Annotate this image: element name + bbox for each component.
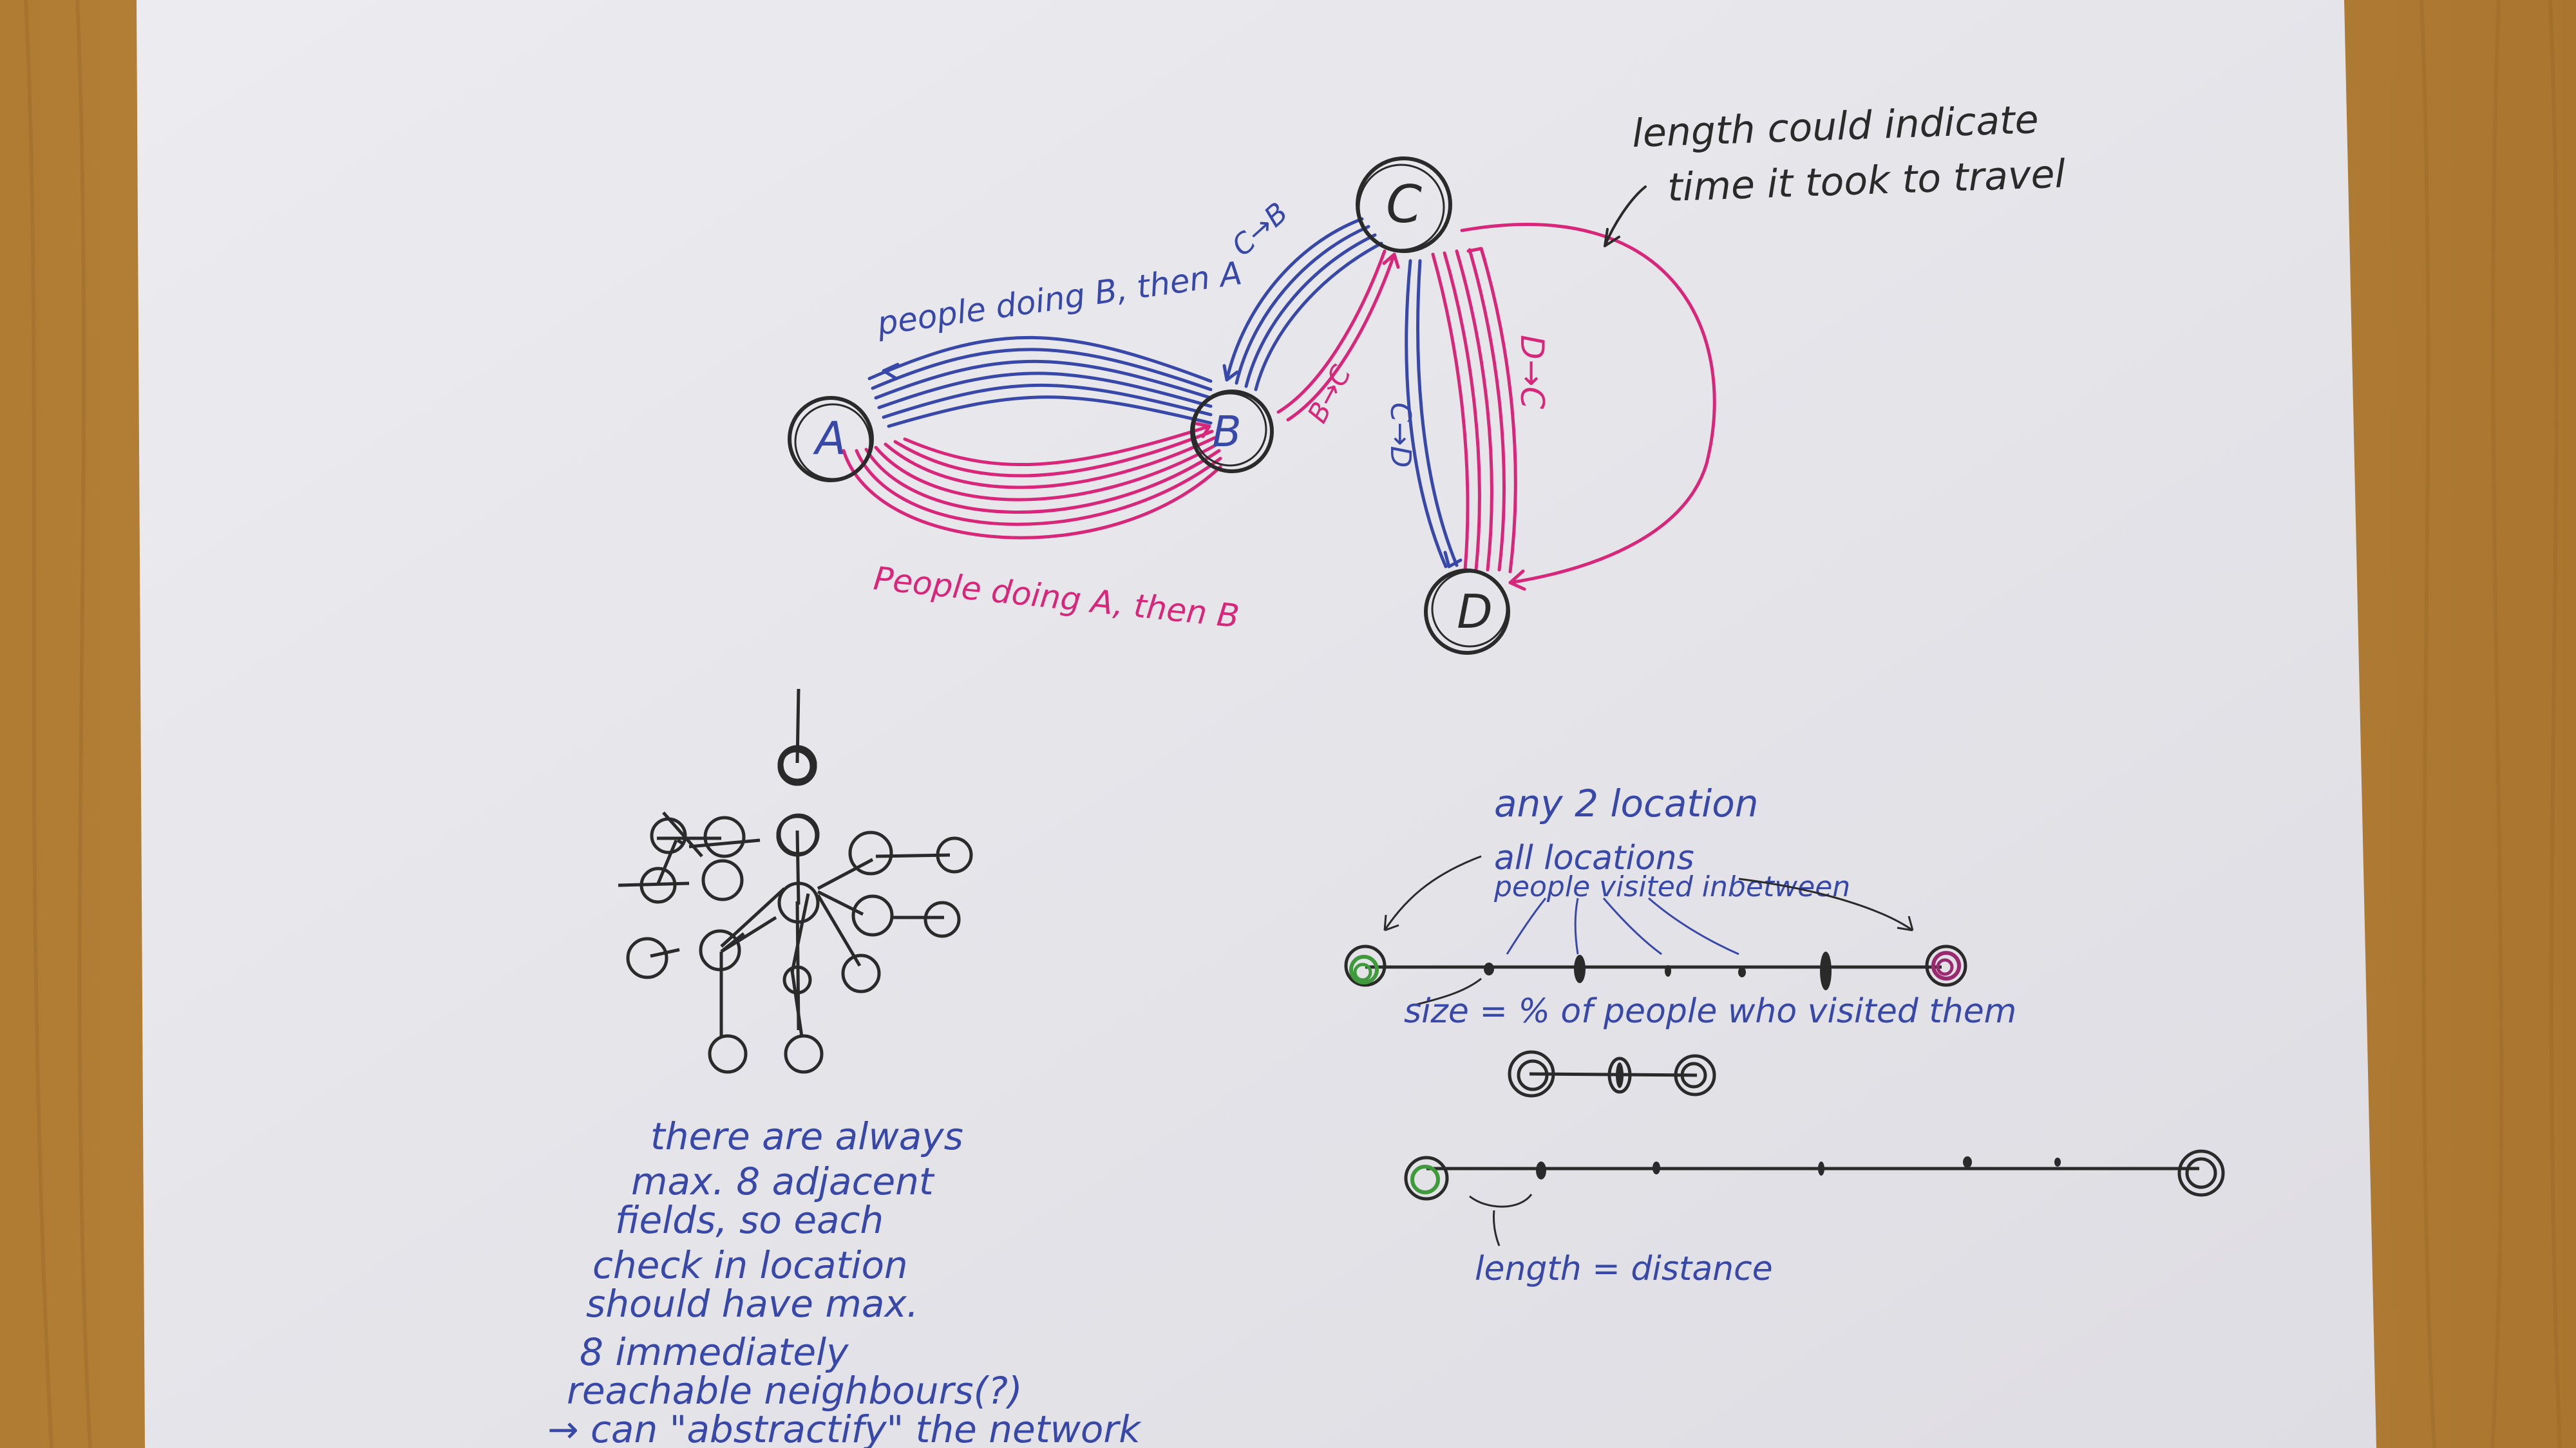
node-b-label: B (1212, 407, 1241, 456)
network-node-far-right-mid (923, 901, 961, 938)
node-c (1356, 156, 1452, 253)
node-c-label: C (1386, 174, 1422, 234)
network-notes: there are always max. 8 adjacent fields,… (547, 1114, 1142, 1448)
network-note-line-8: → can "abstractify" the network (547, 1407, 1142, 1448)
network-note-line-2: max. 8 adjacent (631, 1160, 935, 1203)
timeline-length-note: length = distance (1475, 1250, 1773, 1288)
node-a-label: A (813, 412, 846, 465)
timeline-distance-start (1404, 1156, 1449, 1201)
label-d-to-c: D→C (1513, 335, 1551, 409)
flow-diagram (788, 156, 1716, 655)
timeline-distance (1404, 1149, 2225, 1246)
network-node-left-2 (701, 859, 744, 901)
timeline-stops (1484, 952, 1832, 990)
distance-brace (1469, 1194, 1533, 1246)
timeline-all-locations: all locations (1494, 839, 1694, 878)
network-edges (618, 688, 951, 1037)
timeline-start-node (1344, 945, 1387, 987)
network-node-lower-right (841, 954, 881, 993)
network-node-upper-left-2 (703, 816, 746, 858)
timeline-distance-stops (1536, 1156, 2061, 1180)
network-note-line-1: there are always (650, 1114, 963, 1158)
timeline-distance-end (2177, 1149, 2225, 1197)
note-pointer-arrow (1604, 185, 1647, 247)
timeline-any-two: any 2 location (1494, 782, 1759, 825)
network-node-top-of-stem (779, 745, 816, 782)
edges-b-to-c (1276, 249, 1400, 422)
paper-sheet (137, 0, 2376, 1448)
network-note-line-4: check in location (592, 1243, 908, 1287)
timeline-people-visited: people visited inbetween (1493, 870, 1850, 903)
network-node-bottom-left (708, 1034, 748, 1074)
edges-b-to-a (867, 335, 1213, 428)
network-node-far-right-upper (936, 836, 973, 874)
wood-grain (24, 0, 2562, 1448)
network-note-line-3: fields, so each (615, 1198, 884, 1242)
network-node-center (777, 881, 820, 924)
network-node-far-left (626, 937, 668, 979)
timeline-size (1344, 945, 1967, 1006)
network-graph (618, 688, 973, 1074)
network-note-line-5: should have max. (586, 1282, 918, 1326)
network-note-line-7: reachable neighbours(?) (567, 1369, 1023, 1413)
edges-d-to-c (1431, 223, 1716, 591)
timeline-annotations: any 2 location all locations people visi… (1383, 782, 1914, 955)
timeline-mini (1508, 1050, 1716, 1098)
label-c-to-d: C→D (1384, 402, 1417, 467)
network-node-left-1 (639, 867, 677, 904)
network-node-lower-mid (782, 965, 812, 995)
network-nodes (626, 745, 973, 1074)
edges-a-to-b (842, 422, 1222, 540)
edges-c-to-b (1222, 217, 1383, 391)
size-pointer (1416, 977, 1482, 1006)
network-node-right-mid (851, 894, 894, 937)
network-node-upper-left-1 (650, 817, 687, 854)
network-note-line-6: 8 immediately (580, 1330, 849, 1374)
network-node-right-upper (848, 831, 893, 876)
node-d-label: D (1457, 585, 1492, 639)
timeline-pointer-arrows (1383, 855, 1914, 932)
timeline-visit-arrows (1506, 897, 1739, 955)
edges-c-to-d (1405, 259, 1463, 569)
node-a (788, 396, 874, 482)
node-d (1424, 569, 1510, 655)
timeline-end-node (1925, 945, 1967, 987)
timeline-size-note: size = % of people who visited them (1404, 992, 2016, 1031)
network-node-upper-hub (777, 813, 820, 856)
network-node-lower-left (699, 929, 741, 972)
node-b (1190, 390, 1274, 473)
network-node-bottom-right (784, 1034, 824, 1074)
